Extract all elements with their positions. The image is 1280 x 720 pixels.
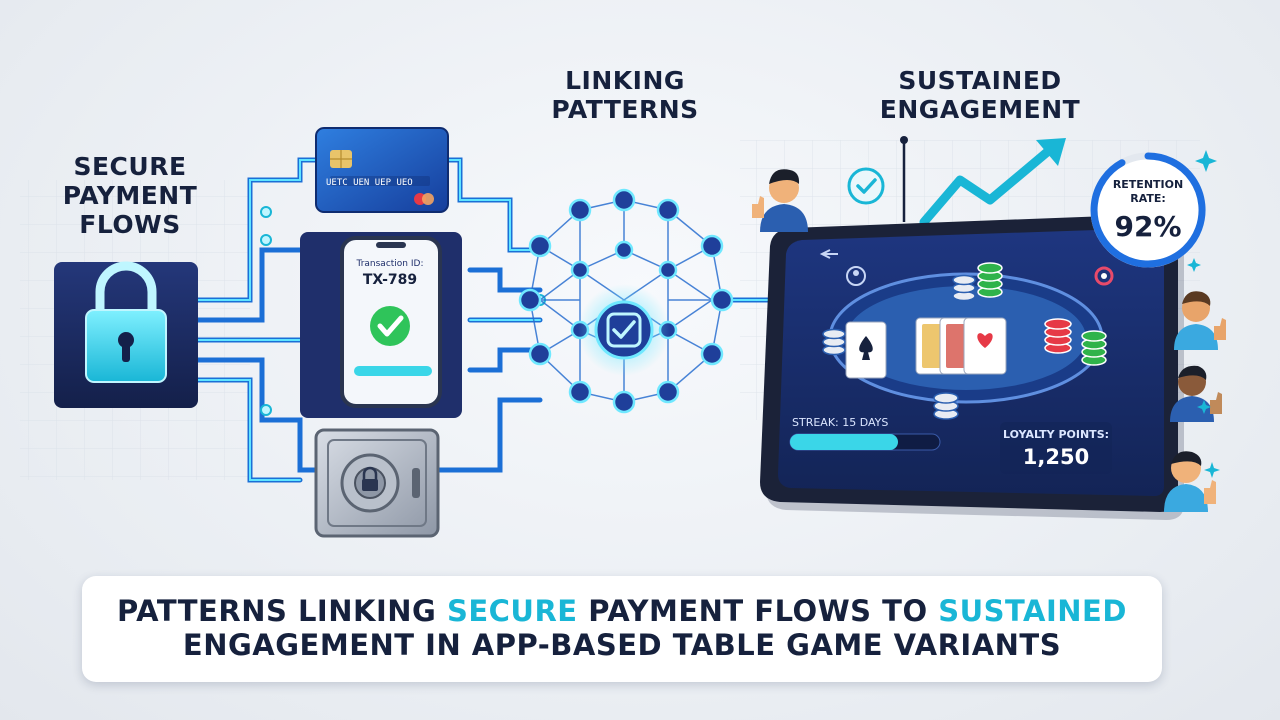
avatar-thumbs-up-top [752,169,808,232]
circuit-traces-glow [197,159,791,481]
poker-chip-icons [822,262,1107,420]
heading-linking-patterns: LINKING PATTERNS [551,66,699,124]
streak-label: STREAK: 15 DAYS [792,416,888,429]
sparkle-icons [1187,150,1220,478]
profile-icon[interactable] [846,266,866,286]
thumbs-up-icon [1214,318,1226,340]
shield-check-icon [594,300,654,360]
banner-text-part: PAYMENT FLOWS TO [577,594,939,628]
heading-secure-payment-flows: SECURE PAYMENT FLOWS [62,152,198,239]
retention-value: 92% [1114,210,1181,243]
card-number-text: UETC UEN UEP UEO [326,178,413,188]
settings-icon[interactable] [1094,266,1114,286]
credit-card-icon [315,127,449,213]
title-banner: PATTERNS LINKING SECURE PAYMENT FLOWS TO… [82,576,1162,682]
avatar-thumbs-up-1 [1174,291,1226,350]
lock-icon [85,261,167,383]
retention-gauge [1090,152,1206,268]
banner-title-line1: PATTERNS LINKING SECURE PAYMENT FLOWS TO… [82,594,1162,628]
retention-label-line2: RATE: [1130,192,1166,205]
heading-sustained-engagement: SUSTAINED ENGAGEMENT [879,66,1081,124]
trend-arrow-icon [919,138,1066,227]
loyalty-value: 1,250 [1023,445,1089,469]
transaction-label: Transaction ID: [356,259,424,269]
retention-label-line1: RETENTION [1113,178,1183,191]
thumbs-up-icon [752,196,764,218]
banner-highlight-secure: SECURE [446,594,578,628]
checkmark-icon [370,306,410,346]
streak-progress-fill [790,434,898,450]
back-arrow-icon[interactable] [819,249,838,259]
banner-highlight-sustained: SUSTAINED [938,594,1127,628]
loyalty-panel [1000,422,1112,474]
playing-card-icons [845,317,1007,379]
safe-vault-icon [314,428,440,538]
engagement-pointer-dot [900,136,908,144]
banner-text-part: PATTERNS LINKING [117,594,447,628]
avatar-thumbs-up-3 [1164,451,1216,512]
thumbs-up-icon [1210,392,1222,414]
lock-panel [54,261,198,408]
transaction-id: TX-789 [363,272,417,288]
thumbs-up-icon [1204,480,1216,504]
banner-title-line2: ENGAGEMENT IN APP-BASED TABLE GAME VARIA… [182,628,1062,662]
loyalty-label: LOYALTY POINTS: [1003,428,1109,441]
check-badge-icon [847,167,885,205]
phone-progress-bar [354,366,432,376]
